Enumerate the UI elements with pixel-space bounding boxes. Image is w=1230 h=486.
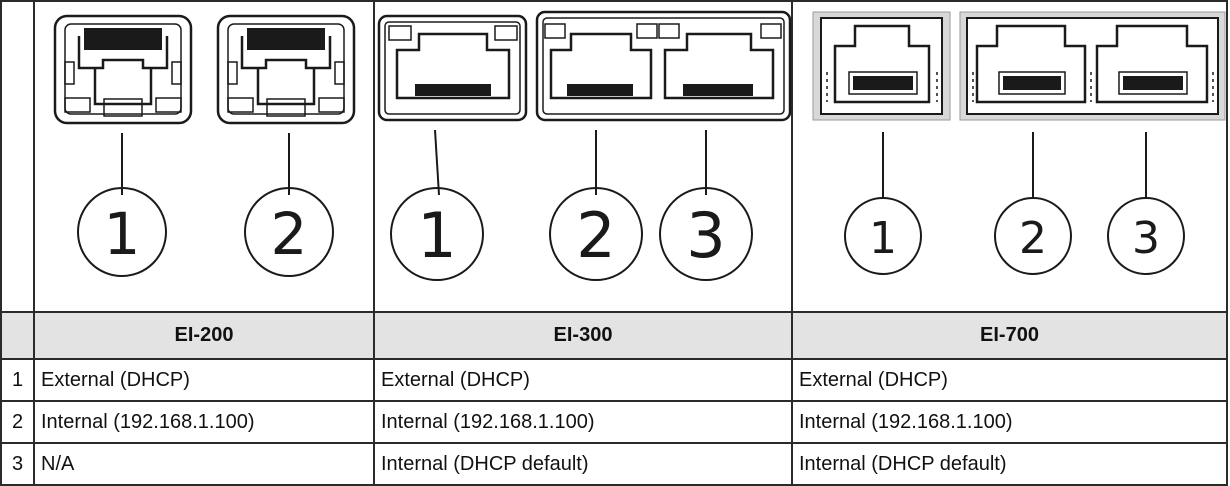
- rj45-dual-port-icon: [535, 10, 792, 122]
- callout-3: 3: [1107, 197, 1185, 275]
- port-role-ei-300: Internal (192.168.1.100): [373, 400, 793, 444]
- rj45-dual-port-icon: [959, 11, 1226, 121]
- callout-2: 2: [549, 187, 643, 281]
- ei-200-diagram-svg: 1 2: [53, 14, 356, 277]
- rj45-port-icon: [377, 14, 528, 122]
- callout-3: 3: [659, 187, 753, 281]
- callout-1: 1: [844, 197, 922, 275]
- port-role-ei-200: N/A: [33, 442, 375, 486]
- rj45-port-icon: [812, 11, 951, 121]
- callout-label: 2: [576, 199, 615, 272]
- callout-label: 3: [686, 199, 725, 272]
- table-row: 1 External (DHCP) External (DHCP) Extern…: [0, 358, 1228, 402]
- model-header-row: EI-200 EI-300 EI-700: [0, 311, 1228, 360]
- ei-700-port-diagram: 1 2 3: [791, 0, 1228, 313]
- rj45-port-icon: [216, 14, 356, 125]
- port-role-ei-700: External (DHCP): [791, 358, 1228, 402]
- callout-label: 2: [1019, 213, 1047, 264]
- table-row: 3 N/A Internal (DHCP default) Internal (…: [0, 442, 1228, 486]
- index-header-cell: [0, 0, 35, 313]
- model-header-ei-700: EI-700: [791, 311, 1228, 360]
- index-column-header: [0, 311, 35, 360]
- port-index: 1: [0, 358, 35, 402]
- port-index: 3: [0, 442, 35, 486]
- port-role-ei-200: External (DHCP): [33, 358, 375, 402]
- ei-300-diagram-svg: 1 2 3: [377, 10, 792, 281]
- port-index: 2: [0, 400, 35, 444]
- ei-300-port-diagram: 1 2 3: [373, 0, 793, 313]
- port-role-ei-700: Internal (DHCP default): [791, 442, 1228, 486]
- port-diagram-row: 1 2: [0, 0, 1228, 313]
- table-row: 2 Internal (192.168.1.100) Internal (192…: [0, 400, 1228, 444]
- ei-200-port-diagram: 1 2: [33, 0, 375, 313]
- port-role-ei-300: Internal (DHCP default): [373, 442, 793, 486]
- callout-label: 1: [417, 199, 456, 272]
- callout-2: 2: [244, 187, 334, 277]
- callout-1: 1: [77, 187, 167, 277]
- callout-label: 1: [104, 200, 141, 268]
- model-header-ei-300: EI-300: [373, 311, 793, 360]
- port-role-ei-300: External (DHCP): [373, 358, 793, 402]
- callout-label: 3: [1132, 213, 1160, 264]
- rj45-port-icon: [53, 14, 193, 125]
- callout-label: 2: [271, 200, 308, 268]
- port-role-ei-200: Internal (192.168.1.100): [33, 400, 375, 444]
- callout-2: 2: [994, 197, 1072, 275]
- port-role-ei-700: Internal (192.168.1.100): [791, 400, 1228, 444]
- ei-700-diagram-svg: 1 2 3: [812, 11, 1226, 275]
- callout-label: 1: [869, 213, 897, 264]
- model-header-ei-200: EI-200: [33, 311, 375, 360]
- callout-1: 1: [390, 187, 484, 281]
